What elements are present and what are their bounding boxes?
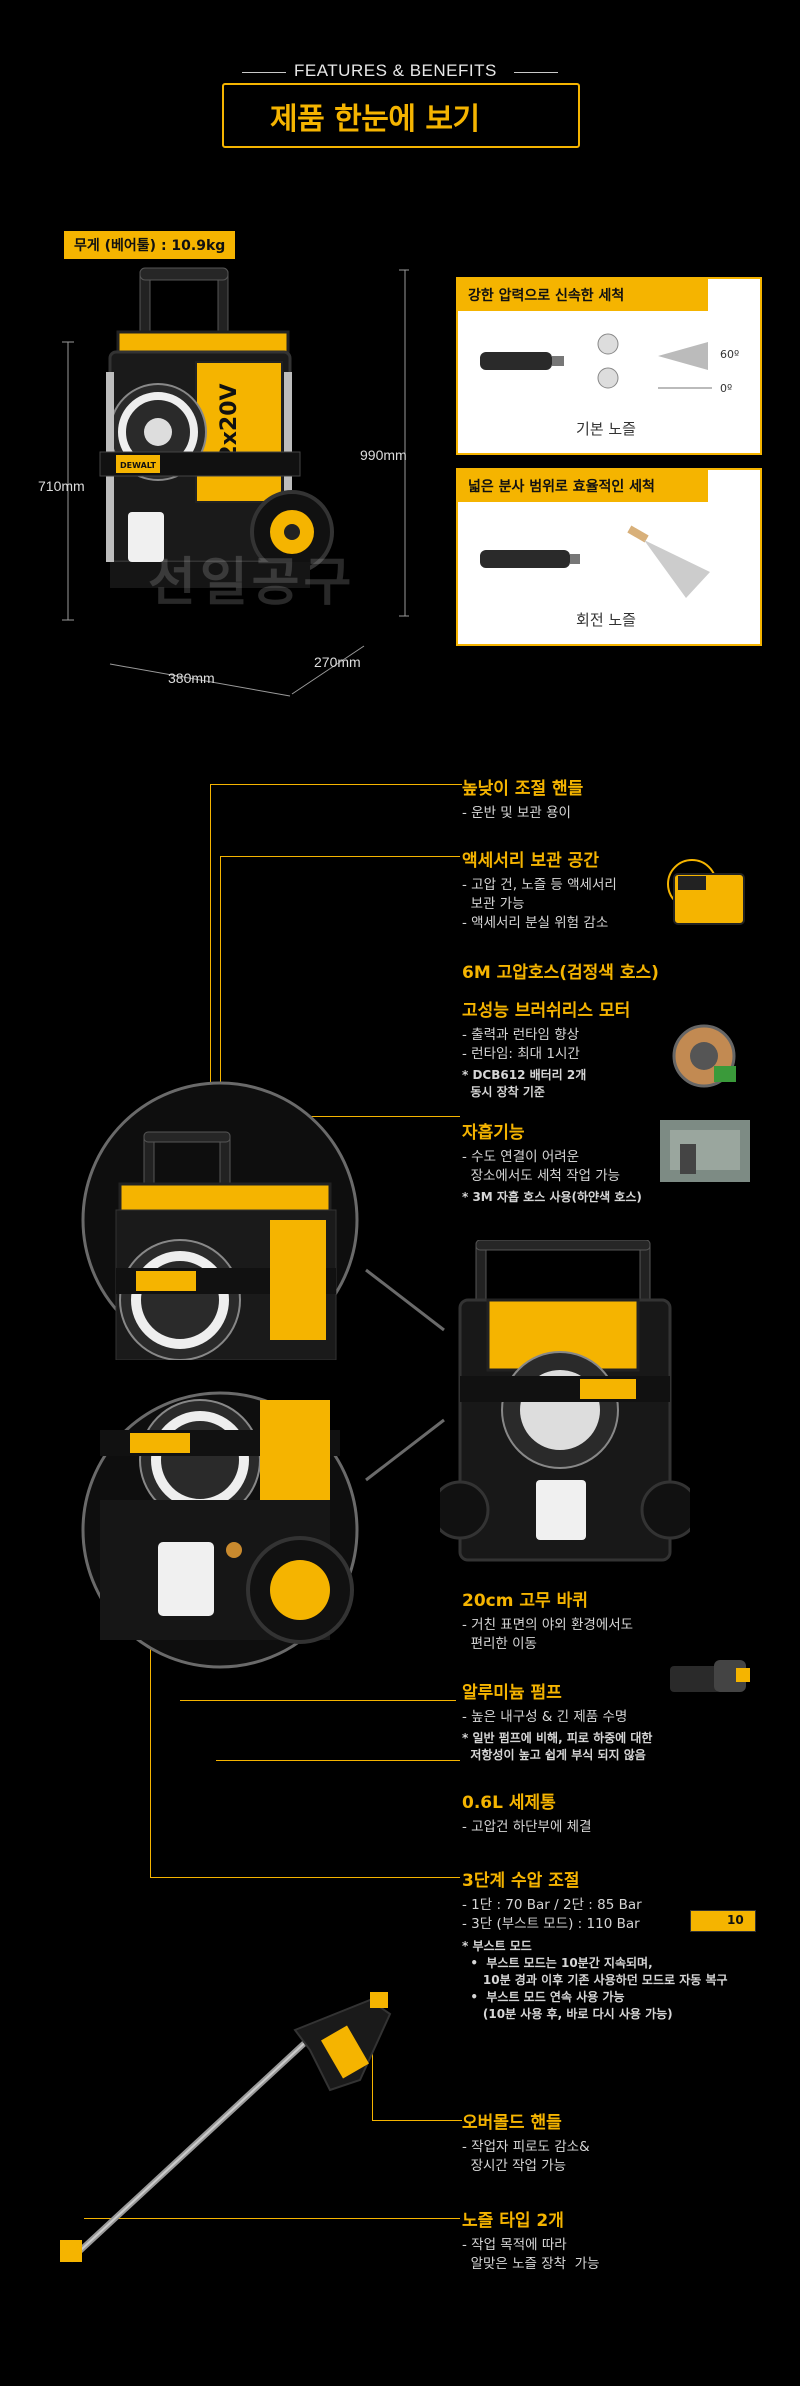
feature-self-priming-desc: - 수도 연결이 어려운	[462, 1149, 580, 1165]
feature-wheel-title: 20cm 고무 바퀴	[462, 1591, 588, 1611]
dimension-height-right: 990mm	[360, 447, 407, 463]
callout-line	[220, 856, 460, 857]
callout-line	[210, 784, 462, 785]
dimension-depth: 270mm	[314, 654, 361, 670]
dimension-height-left: 710mm	[38, 478, 85, 494]
feature-motor-desc: - 런타임: 최대 1시간	[462, 1046, 580, 1062]
dimension-width: 380mm	[168, 670, 215, 686]
feature-pump-title: 알루미늄 펌프	[462, 1683, 562, 1703]
accessory-storage-image	[667, 859, 745, 925]
feature-pressure-note: 10분 경과 이후 기존 사용하던 모드로 자동 복구	[462, 1973, 728, 1987]
feature-hose-title: 6M 고압호스(검정색 호스)	[462, 963, 659, 983]
feature-pressure-desc: - 3단 (부스트 모드) : 110 Bar	[462, 1916, 640, 1932]
page-title: 제품 한눈에 보기	[270, 102, 480, 137]
feature-detergent-title: 0.6L 세제통	[462, 1793, 556, 1813]
zoom-pointer	[365, 1268, 445, 1482]
feature-pressure-title: 3단계 수압 조절	[462, 1871, 580, 1891]
feature-pressure-note: (10분 사용 후, 바로 다시 사용 가능)	[462, 2007, 673, 2021]
feature-self-priming-desc: 장소에서도 세척 작업 가능	[462, 1168, 621, 1184]
feature-pressure-note: • 부스트 모드 연속 사용 가능	[462, 1990, 625, 2004]
product-voltage-label: 2x20V	[217, 383, 242, 460]
callout-line	[298, 1116, 460, 1117]
callout-line	[150, 1877, 460, 1878]
weight-badge: 무게 (베어툴) : 10.9kg	[64, 231, 236, 259]
feature-wheel-desc: 편리한 이동	[462, 1636, 537, 1652]
nozzle-box-standard-caption: 기본 노즐	[576, 420, 636, 438]
callout-line	[220, 856, 221, 1238]
callout-line	[150, 1640, 151, 1878]
feature-storage-desc: 보관 가능	[462, 896, 525, 912]
pressure-washer-front-image	[440, 1240, 690, 1562]
spray-gun-image	[60, 1992, 392, 2263]
nozzle-box-rotary-heading: 넓은 분사 범위로 효율적인 세척	[458, 470, 708, 502]
boost-mode-badge: 10	[690, 1910, 756, 1932]
callout-line	[180, 1700, 456, 1701]
callout-line	[372, 2120, 462, 2121]
feature-handle-desc: - 운반 및 보관 용이	[462, 805, 571, 821]
feature-pressure-note: * 부스트 모드	[462, 1939, 532, 1953]
zoom-circle-top	[81, 1081, 359, 1360]
header-line-right	[514, 72, 558, 73]
header-title-box	[222, 83, 580, 148]
standard-nozzle-icon: 60º 0º	[480, 333, 739, 395]
watermark: 선일공구	[148, 553, 356, 613]
nozzle-box-rotary-caption: 회전 노즐	[576, 611, 636, 629]
nozzle-angle-0: 0º	[720, 382, 732, 395]
rotary-nozzle-icon	[480, 525, 710, 598]
callout-line	[210, 784, 211, 1164]
feature-storage-desc: - 고압 건, 노즐 등 액세서리	[462, 877, 617, 893]
feature-detergent-desc: - 고압건 하단부에 체결	[462, 1819, 592, 1835]
boost-mode-badge-label: 10	[727, 1913, 744, 1927]
brushless-motor-image	[672, 1024, 736, 1088]
feature-self-priming-title: 자흡기능	[462, 1123, 525, 1143]
aluminum-pump-image	[670, 1660, 750, 1692]
dimension-lines	[62, 269, 409, 697]
feature-handle-title: 높낮이 조절 핸들	[462, 779, 584, 799]
feature-self-priming-note: * 3M 자흡 호스 사용(하얀색 호스)	[462, 1190, 642, 1204]
zoom-circle-bottom	[81, 1391, 359, 1669]
feature-storage-title: 액세서리 보관 공간	[462, 851, 599, 871]
feature-overmold-desc: - 작업자 피로도 감소&	[462, 2139, 590, 2155]
feature-motor-title: 고성능 브러쉬리스 모터	[462, 1001, 631, 1021]
feature-storage-desc: - 액세서리 분실 위험 감소	[462, 915, 609, 931]
feature-motor-note: * DCB612 배터리 2개	[462, 1068, 587, 1082]
feature-wheel-desc: - 거친 표면의 야외 환경에서도	[462, 1617, 634, 1633]
callout-line	[372, 2010, 373, 2120]
feature-overmold-desc: 장시간 작업 가능	[462, 2158, 567, 2174]
feature-overmold-title: 오버몰드 핸들	[462, 2113, 562, 2133]
feature-nozzle-types-desc: 알맞은 노즐 장착 가능	[462, 2256, 600, 2272]
header-subtitle: FEATURES & BENEFITS	[294, 61, 497, 80]
nozzle-angle-60: 60º	[720, 348, 739, 361]
callout-line	[84, 2218, 460, 2219]
feature-motor-note: 동시 장착 기준	[462, 1085, 545, 1099]
feature-pump-note: 저항성이 높고 쉽게 부식 되지 않음	[462, 1748, 646, 1762]
feature-pressure-note: • 부스트 모드는 10분간 지속되며,	[462, 1956, 653, 1970]
self-priming-image	[660, 1120, 750, 1182]
pressure-washer-image: 2x20V DEWALT	[99, 267, 334, 588]
nozzle-box-standard-heading: 강한 압력으로 신속한 세척	[458, 279, 708, 311]
brand-label: DEWALT	[120, 461, 157, 470]
feature-nozzle-types-desc: - 작업 목적에 따라	[462, 2237, 567, 2253]
feature-pressure-desc: - 1단 : 70 Bar / 2단 : 85 Bar	[462, 1897, 642, 1913]
header-line-left	[242, 72, 286, 73]
feature-pump-desc: - 높은 내구성 & 긴 제품 수명	[462, 1709, 628, 1725]
callout-line	[216, 1760, 460, 1761]
feature-pump-note: * 일반 펌프에 비해, 피로 하중에 대한	[462, 1731, 653, 1745]
feature-nozzle-types-title: 노즐 타입 2개	[462, 2211, 564, 2231]
feature-motor-desc: - 출력과 런타임 향상	[462, 1027, 580, 1043]
